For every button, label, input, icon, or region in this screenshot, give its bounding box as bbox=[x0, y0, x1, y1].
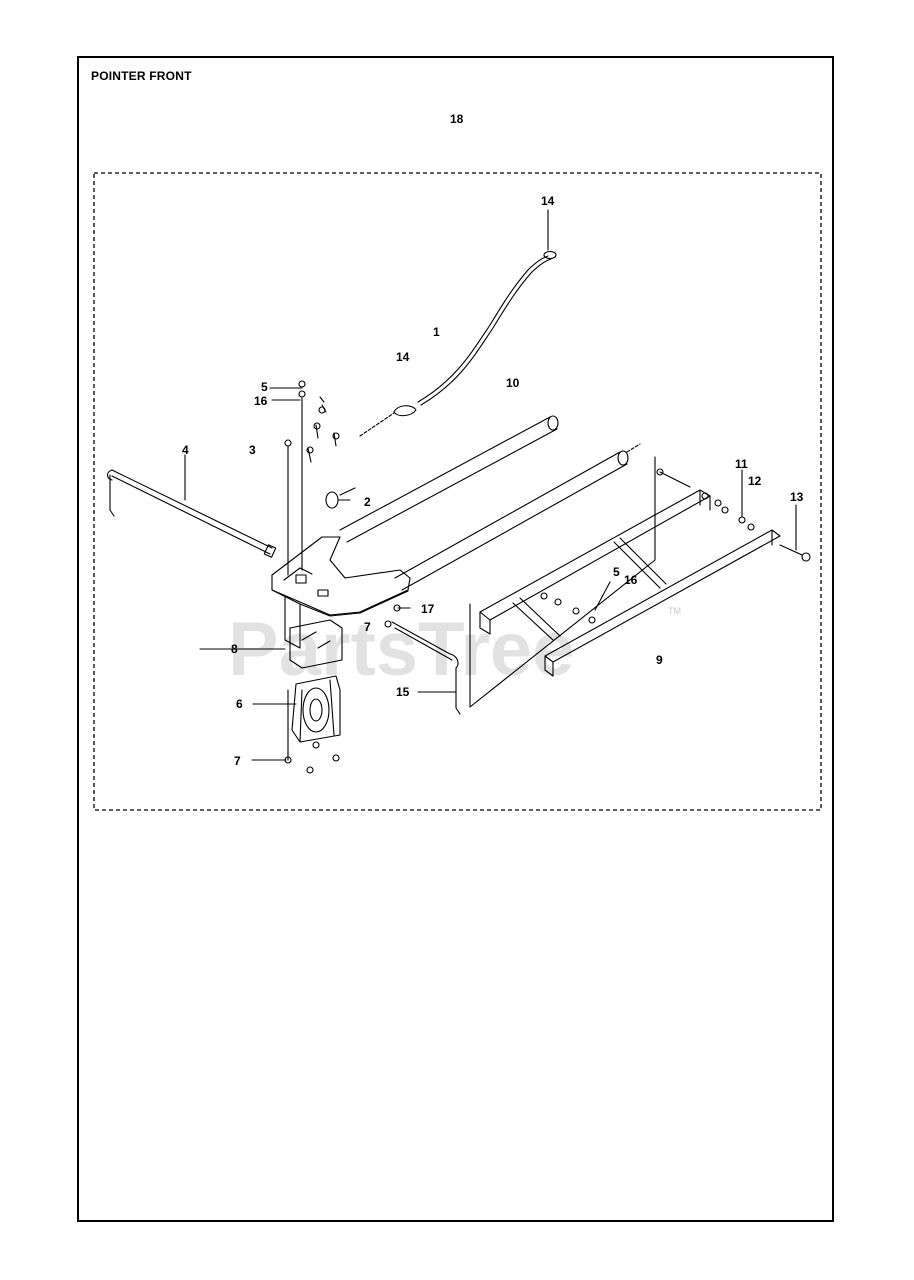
washer bbox=[325, 491, 339, 509]
cable-eyelet-bottom bbox=[393, 405, 417, 417]
frame-back-plate bbox=[469, 456, 656, 708]
callout-13: 13 bbox=[790, 490, 804, 504]
pointer-rod bbox=[111, 469, 273, 555]
long-bolt bbox=[779, 544, 803, 556]
callout-9: 9 bbox=[656, 653, 663, 667]
caster-wheel bbox=[291, 675, 341, 743]
callout-16-left: 16 bbox=[254, 394, 268, 408]
cable-eyelet-top bbox=[543, 250, 557, 260]
assembly-boundary bbox=[93, 172, 822, 811]
long-bar bbox=[339, 416, 558, 543]
frame-bolt bbox=[659, 471, 691, 488]
fixing-bracket bbox=[271, 536, 411, 616]
callout-18: 18 bbox=[450, 112, 464, 126]
clamp-bracket bbox=[289, 619, 343, 669]
callout-8: 8 bbox=[231, 642, 238, 656]
callout-5-left: 5 bbox=[261, 380, 268, 394]
callout-7-mid: 7 bbox=[364, 620, 371, 634]
callout-11: 11 bbox=[735, 457, 748, 471]
callout-14-mid: 14 bbox=[396, 350, 410, 364]
callout-14-top: 14 bbox=[541, 194, 555, 208]
callout-2: 2 bbox=[364, 495, 371, 509]
callout-16-right: 16 bbox=[624, 573, 638, 587]
rail-bar bbox=[394, 451, 628, 591]
callout-12: 12 bbox=[748, 474, 762, 488]
callout-4: 4 bbox=[182, 443, 189, 457]
page-title: POINTER FRONT bbox=[91, 69, 192, 83]
frame-rail-lower bbox=[544, 529, 781, 677]
callout-7-bottom: 7 bbox=[234, 754, 241, 768]
callout-5-right: 5 bbox=[613, 565, 620, 579]
watermark-trademark: TM bbox=[668, 606, 681, 616]
watermark: PartsTree bbox=[228, 607, 574, 692]
callout-17: 17 bbox=[421, 602, 435, 616]
callout-3: 3 bbox=[249, 443, 256, 457]
page-frame bbox=[77, 56, 834, 1222]
callout-1: 1 bbox=[433, 325, 440, 339]
callout-10: 10 bbox=[506, 376, 520, 390]
cable bbox=[417, 255, 549, 403]
callout-15: 15 bbox=[396, 685, 410, 699]
callout-6: 6 bbox=[236, 697, 243, 711]
lever bbox=[391, 621, 453, 661]
